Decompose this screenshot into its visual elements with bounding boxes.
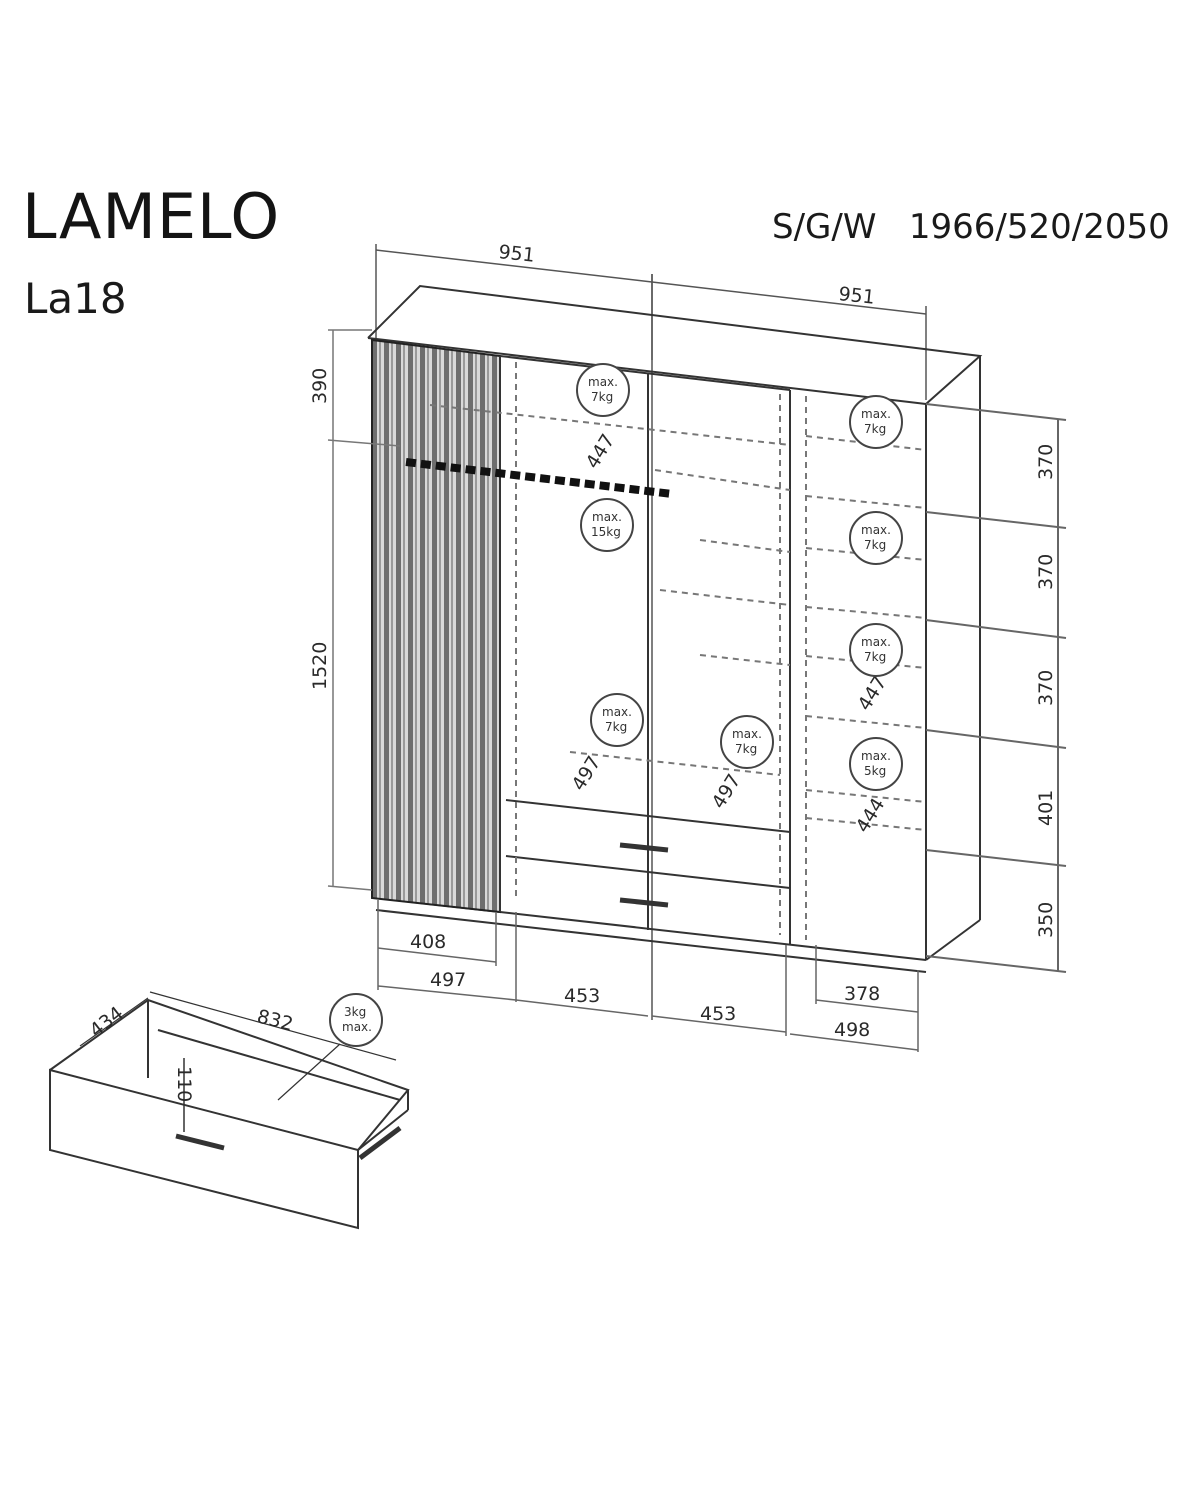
product-model: La18: [24, 274, 127, 323]
product-title: LAMELO: [22, 180, 281, 253]
spec-value: 1966/520/2050: [908, 207, 1170, 247]
dim-top-right-width: 951: [837, 283, 875, 309]
svg-text:3kg: 3kg: [344, 1005, 366, 1019]
svg-text:max.: max.: [592, 510, 622, 524]
svg-text:7kg: 7kg: [591, 390, 613, 404]
dim-bottom-497: 497: [430, 969, 466, 991]
load-badge-top-left: max. 7kg: [576, 363, 630, 417]
center-doors: [499, 355, 791, 945]
dim-left-main-height: 1520: [309, 642, 331, 690]
dim-shelf-depth-3: 497: [568, 752, 606, 794]
svg-text:max.: max.: [588, 375, 618, 389]
load-badge-right-1: max. 7kg: [849, 395, 903, 449]
right-level-lines: [925, 403, 1067, 973]
dim-shelf-depth-4: 497: [708, 770, 746, 812]
overall-dimensions: S/G/W 1966/520/2050: [772, 210, 1170, 244]
dim-bottom-453-a: 453: [564, 985, 600, 1007]
dim-top-left-width: 951: [497, 241, 535, 267]
interior-dashed-lines: [429, 362, 927, 940]
svg-text:7kg: 7kg: [735, 742, 757, 756]
svg-text:max.: max.: [602, 705, 632, 719]
dim-bottom-408: 408: [410, 931, 446, 953]
dim-right-h2: 370: [1035, 554, 1057, 590]
load-badge-drawer: 3kg max.: [329, 993, 383, 1047]
svg-text:max.: max.: [861, 523, 891, 537]
dim-right-h1: 370: [1035, 444, 1057, 480]
lamel-door: [371, 338, 501, 914]
spec-label: S/G/W: [772, 207, 877, 247]
load-badge-right-2: max. 7kg: [849, 511, 903, 565]
load-badge-right-3: max. 7kg: [849, 623, 903, 677]
dim-bottom-453-b: 453: [700, 1003, 736, 1025]
dim-bottom-378: 378: [844, 983, 880, 1005]
dim-drawer-width: 832: [255, 1006, 296, 1036]
dim-shelf-depth-2: 447: [854, 672, 892, 714]
svg-text:max.: max.: [861, 749, 891, 763]
svg-text:max.: max.: [732, 727, 762, 741]
svg-text:7kg: 7kg: [864, 538, 886, 552]
svg-text:max.: max.: [861, 635, 891, 649]
svg-text:15kg: 15kg: [591, 525, 621, 539]
bottom-dimension-lines: [377, 900, 919, 1052]
drawer-detail: [49, 991, 410, 1230]
left-dimension-lines: [327, 329, 401, 891]
dim-drawer-height: 110: [173, 1066, 195, 1102]
svg-text:7kg: 7kg: [864, 422, 886, 436]
dim-right-h4: 401: [1035, 790, 1057, 826]
dim-left-top-height: 390: [309, 368, 331, 404]
load-badge-right-4: max. 5kg: [849, 737, 903, 791]
svg-text:7kg: 7kg: [864, 650, 886, 664]
dim-drawer-depth: 434: [86, 1002, 128, 1042]
svg-text:max.: max.: [342, 1020, 372, 1034]
dim-bottom-498: 498: [834, 1019, 870, 1041]
dim-right-h5: 350: [1035, 902, 1057, 938]
dim-shelf-depth-5: 444: [852, 794, 890, 836]
svg-text:max.: max.: [861, 407, 891, 421]
load-badge-center-left: max. 7kg: [590, 693, 644, 747]
load-badge-center-right: max. 7kg: [720, 715, 774, 769]
dim-right-h3: 370: [1035, 670, 1057, 706]
svg-text:7kg: 7kg: [605, 720, 627, 734]
dim-shelf-depth-1: 447: [582, 430, 620, 472]
top-dimension-lines: [375, 244, 927, 1020]
svg-text:5kg: 5kg: [864, 764, 886, 778]
load-badge-hanging-rail: max. 15kg: [580, 498, 634, 552]
